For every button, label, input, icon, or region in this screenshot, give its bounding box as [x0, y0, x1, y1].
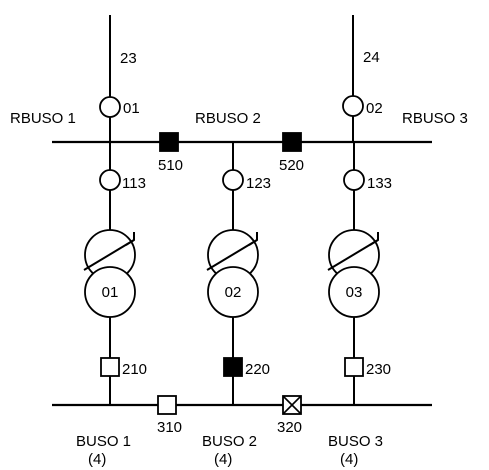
bottom-bus-label-middle: BUSO 2	[202, 433, 257, 450]
top-bus-label-right: RBUSO 3	[402, 110, 468, 127]
xfmr-breaker-220[interactable]	[223, 357, 243, 377]
tap-arrow-icon	[248, 232, 258, 246]
xfmr-breaker-210[interactable]	[100, 357, 120, 377]
transformer-label-02: 02	[225, 284, 242, 301]
transformer-label-01: 01	[102, 284, 119, 301]
feeder-label-right: 24	[363, 49, 380, 66]
xfmr-breaker-133[interactable]	[343, 169, 365, 191]
bus-tie-breaker-310[interactable]	[157, 395, 177, 415]
line-breaker-left[interactable]	[99, 96, 121, 118]
line-breaker-label-right: 02	[366, 100, 383, 117]
bottom-bus-note-middle: (4)	[214, 451, 232, 468]
line-breaker-label-left: 01	[123, 100, 140, 117]
cross-line-icon	[282, 395, 302, 415]
bus-tie-breaker-510[interactable]	[159, 132, 179, 152]
tap-arrow-icon	[369, 232, 379, 246]
xfmr-breaker-label-123: 123	[246, 175, 271, 192]
xfmr-breaker-label-220: 220	[245, 361, 270, 378]
tap-changer-icon	[327, 239, 379, 271]
tap-changer-icon	[206, 239, 258, 271]
xfmr-breaker-113[interactable]	[99, 169, 121, 191]
bottom-bus-label-left: BUSO 1	[76, 433, 131, 450]
top-bus-label-middle: RBUSO 2	[195, 110, 261, 127]
bus-tie-breaker-320[interactable]	[282, 395, 302, 415]
bottom-bus-label-right: BUSO 3	[328, 433, 383, 450]
bus-tie-label-520: 520	[279, 157, 304, 174]
xfmr-breaker-label-133: 133	[367, 175, 392, 192]
xfmr-breaker-label-210: 210	[122, 361, 147, 378]
line-breaker-right[interactable]	[342, 95, 364, 117]
tap-arrow-icon	[125, 232, 135, 246]
tap-changer-icon	[83, 239, 135, 271]
transformer-03[interactable]: 03	[327, 229, 380, 318]
xfmr-breaker-123[interactable]	[222, 169, 244, 191]
bus-tie-label-320: 320	[277, 419, 302, 436]
xfmr-breaker-label-230: 230	[366, 361, 391, 378]
feeder-label-left: 23	[120, 50, 137, 67]
bus-tie-label-310: 310	[157, 419, 182, 436]
bottom-bus-note-left: (4)	[88, 451, 106, 468]
xfmr-breaker-230[interactable]	[344, 357, 364, 377]
xfmr-breaker-label-113: 113	[122, 175, 146, 192]
transformer-02[interactable]: 02	[206, 229, 259, 318]
transformer-01[interactable]: 01	[83, 229, 136, 318]
top-bus-label-left: RBUSO 1	[10, 110, 76, 127]
bottom-bus-note-right: (4)	[340, 451, 358, 468]
transformer-label-03: 03	[346, 284, 363, 301]
bus-tie-label-510: 510	[158, 157, 183, 174]
bus-tie-breaker-520[interactable]	[282, 132, 302, 152]
